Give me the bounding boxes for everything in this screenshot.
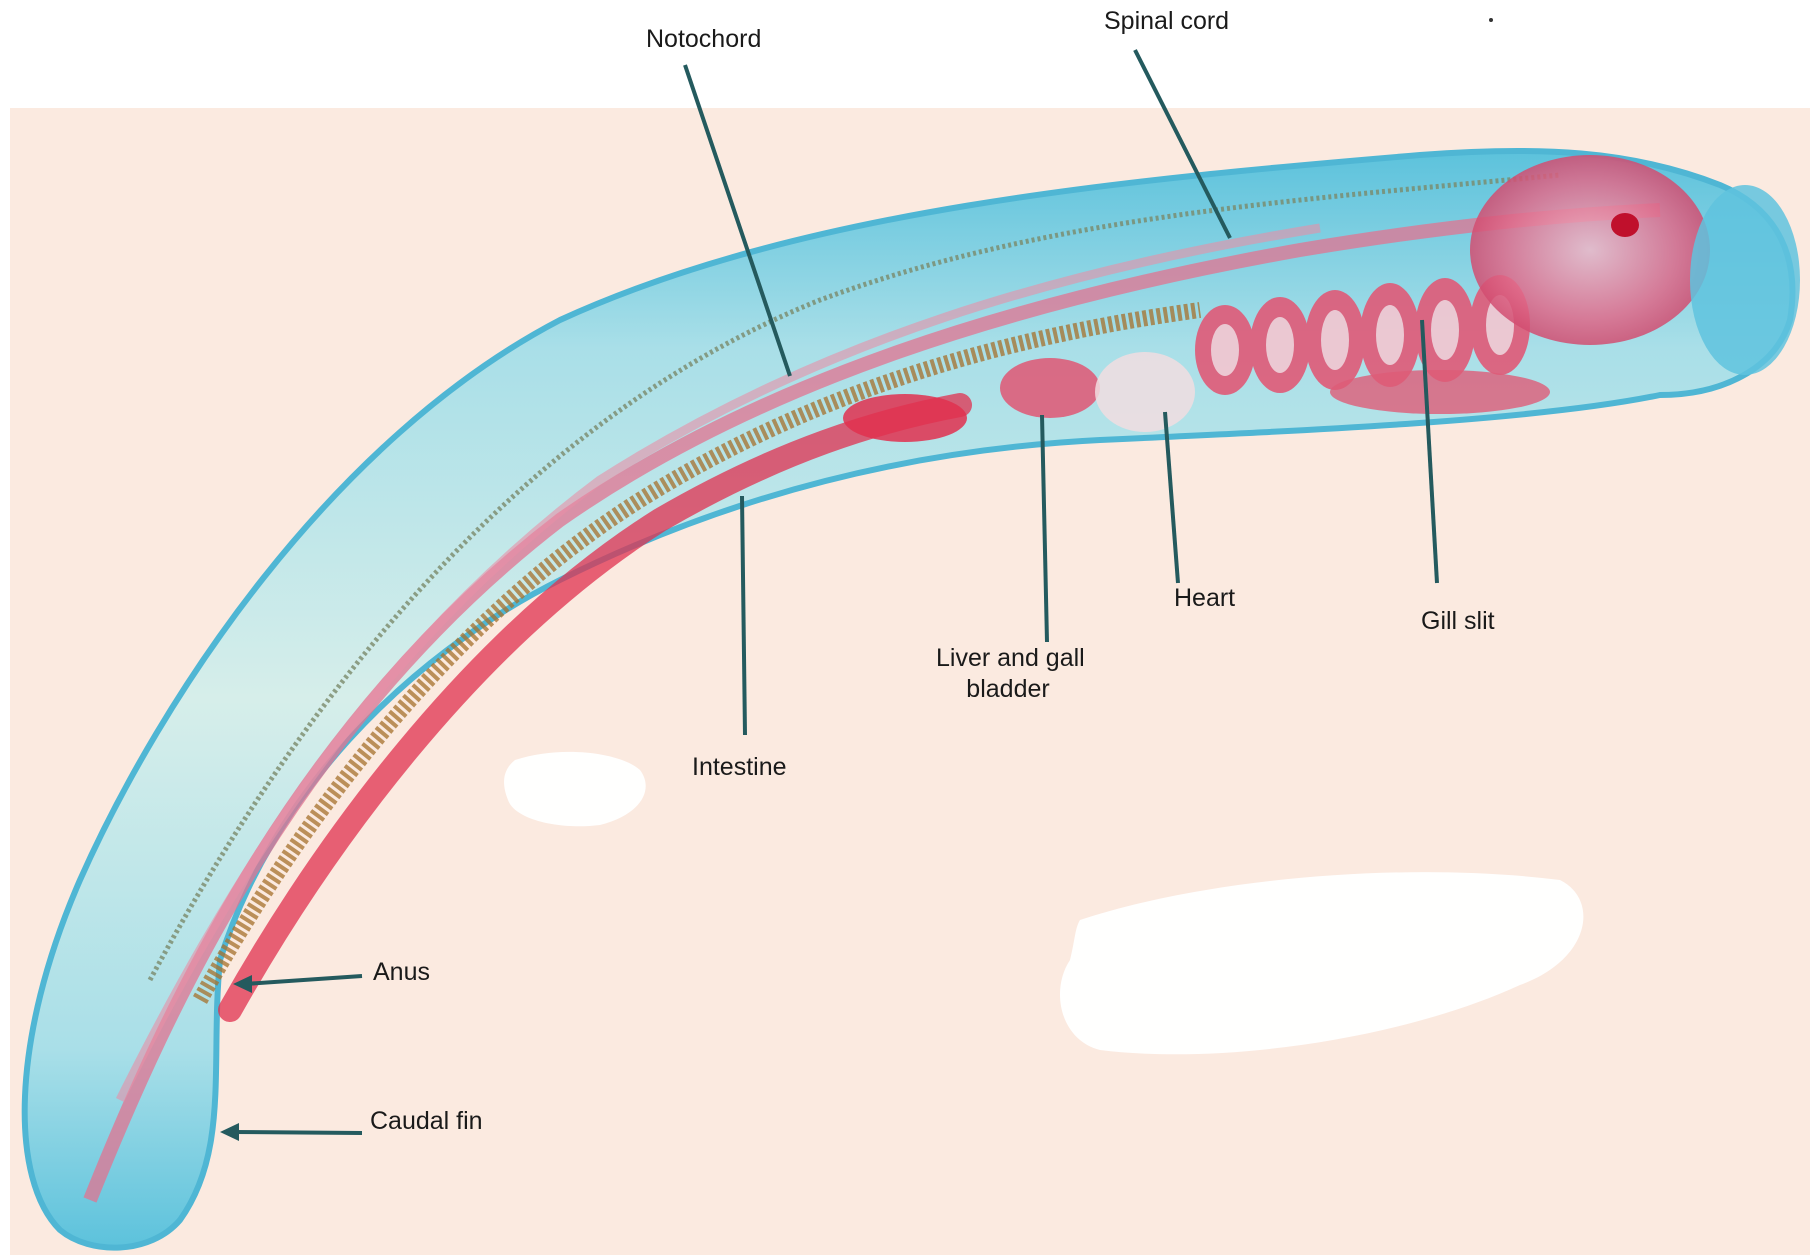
liver-shape xyxy=(1000,358,1100,418)
label-gill-slit: Gill slit xyxy=(1421,606,1495,637)
label-notochord: Notochord xyxy=(646,24,761,55)
oral-hood xyxy=(1690,185,1800,375)
caudal-fin-leader xyxy=(232,1132,362,1133)
label-caudal-fin: Caudal fin xyxy=(370,1106,483,1137)
label-liver-line1: Liver and gall xyxy=(936,643,1080,674)
head-region xyxy=(1470,155,1710,345)
stray-dot xyxy=(1489,18,1493,22)
label-intestine: Intestine xyxy=(692,752,787,783)
label-spinal-cord: Spinal cord xyxy=(1104,6,1229,37)
label-anus: Anus xyxy=(373,957,430,988)
label-heart: Heart xyxy=(1174,583,1235,614)
label-liver-gall-bladder: Liver and gall bladder xyxy=(936,643,1080,706)
heart-shape xyxy=(1095,352,1195,432)
label-liver-line2: bladder xyxy=(936,674,1080,705)
eye-spot xyxy=(1611,213,1639,237)
